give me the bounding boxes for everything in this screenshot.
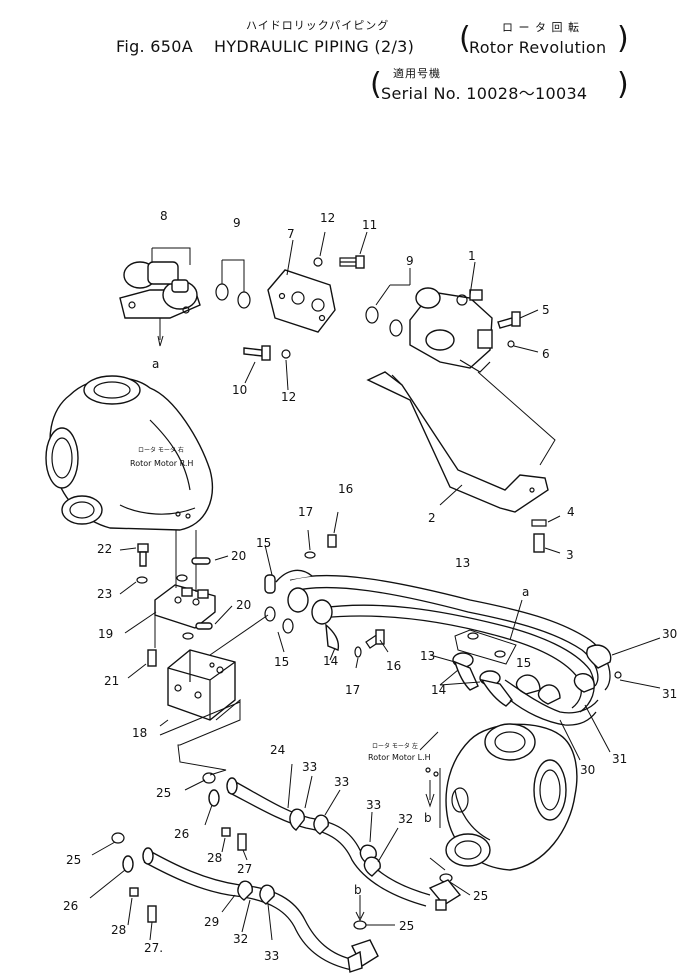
callout-15: 15 xyxy=(516,656,531,670)
callout-32: 32 xyxy=(233,932,248,946)
callout-16: 16 xyxy=(338,482,353,496)
callout-33: 33 xyxy=(264,949,279,963)
part-7-plate xyxy=(267,269,336,333)
callout-28: 28 xyxy=(207,851,222,865)
callout-a: a xyxy=(522,585,529,599)
callout-13: 13 xyxy=(420,649,435,663)
callout-20: 20 xyxy=(236,598,251,612)
rotor-revolution-japanese: ロ ー タ 回 転 xyxy=(502,21,580,34)
motor-rh-label: Rotor Motor R.H xyxy=(130,459,193,468)
callout-23: 23 xyxy=(97,587,112,601)
callout-25: 25 xyxy=(473,889,488,903)
left-paren-rotor: ( xyxy=(459,21,471,56)
rotor-motor-lh xyxy=(445,723,578,871)
motor-lh-label: Rotor Motor L.H xyxy=(368,753,431,762)
callout-17: 17 xyxy=(345,683,360,697)
callout-11: 11 xyxy=(362,218,377,232)
part-14-flange-lower xyxy=(452,652,513,707)
callout-26: 26 xyxy=(63,899,78,913)
right-paren-serial: ) xyxy=(617,67,629,102)
callout-22: 22 xyxy=(97,542,112,556)
callout-12: 12 xyxy=(281,390,296,404)
callout-21: 21 xyxy=(104,674,119,688)
callout-19: 19 xyxy=(98,627,113,641)
callout-14: 14 xyxy=(323,654,338,668)
callout-2: 2 xyxy=(428,511,436,525)
part-2-bracket xyxy=(366,371,549,513)
hose-24 xyxy=(227,779,431,907)
callout-33: 33 xyxy=(366,798,381,812)
callout-5: 5 xyxy=(542,303,550,317)
callout-10: 10 xyxy=(232,383,247,397)
hose-29 xyxy=(143,849,356,971)
figure-title: HYDRAULIC PIPING (2/3) xyxy=(214,37,415,56)
callout-25: 25 xyxy=(156,786,171,800)
motor-rh-japanese: ロータ モータ 右 xyxy=(138,446,184,454)
callout-15: 15 xyxy=(274,655,289,669)
rotor-revolution-label: Rotor Revolution xyxy=(469,38,607,57)
callout-9: 9 xyxy=(406,254,414,268)
callout-16: 16 xyxy=(386,659,401,673)
callout-31: 31 xyxy=(662,687,677,701)
part-1-valve-body xyxy=(409,287,493,373)
callout-7: 7 xyxy=(287,227,295,241)
left-paren-serial: ( xyxy=(370,67,382,102)
callout-17: 17 xyxy=(298,505,313,519)
figure-label: Fig. 650A xyxy=(116,37,193,56)
callout-8: 8 xyxy=(160,209,168,223)
callout-25: 25 xyxy=(66,853,81,867)
callout-25: 25 xyxy=(399,919,414,933)
callout-15: 15 xyxy=(256,536,271,550)
callout-31: 31 xyxy=(612,752,627,766)
part-14-flange-upper xyxy=(264,569,340,651)
callout-3: 3 xyxy=(566,548,574,562)
callout-27: 27 xyxy=(237,862,252,876)
callout-18: 18 xyxy=(132,726,147,740)
callout-b: b xyxy=(354,883,362,897)
right-paren-rotor: ) xyxy=(617,21,629,56)
callout-14: 14 xyxy=(431,683,446,697)
part-18-block xyxy=(167,649,236,721)
callout-9: 9 xyxy=(233,216,241,230)
part-8-valve xyxy=(119,261,201,319)
motor-lh-japanese: ロータ モータ 左 xyxy=(372,742,418,750)
serial-japanese: 適用号機 xyxy=(393,67,441,80)
callout-27: 27. xyxy=(144,941,163,955)
part-30-clamp xyxy=(515,644,612,705)
callout-6: 6 xyxy=(542,347,550,361)
callout-a: a xyxy=(152,357,159,371)
callout-13: 13 xyxy=(455,556,470,570)
callout-b: b xyxy=(424,811,432,825)
callout-12: 12 xyxy=(320,211,335,225)
title-japanese: ハイドロリックパイピング xyxy=(246,19,390,32)
callout-33: 33 xyxy=(302,760,317,774)
callout-20: 20 xyxy=(231,549,246,563)
callout-30: 30 xyxy=(580,763,595,777)
pipe-13-upper xyxy=(289,574,611,691)
callout-24: 24 xyxy=(270,743,285,757)
callout-30: 30 xyxy=(662,627,677,641)
part-19-block xyxy=(154,584,216,629)
callout-4: 4 xyxy=(567,505,575,519)
serial-number-range: Serial No. 10028～10034 xyxy=(381,84,588,103)
callout-29: 29 xyxy=(204,915,219,929)
callout-1: 1 xyxy=(468,249,476,263)
callout-26: 26 xyxy=(174,827,189,841)
callout-33: 33 xyxy=(334,775,349,789)
callout-32: 32 xyxy=(398,812,413,826)
rotor-motor-rh xyxy=(45,375,214,531)
callout-28: 28 xyxy=(111,923,126,937)
